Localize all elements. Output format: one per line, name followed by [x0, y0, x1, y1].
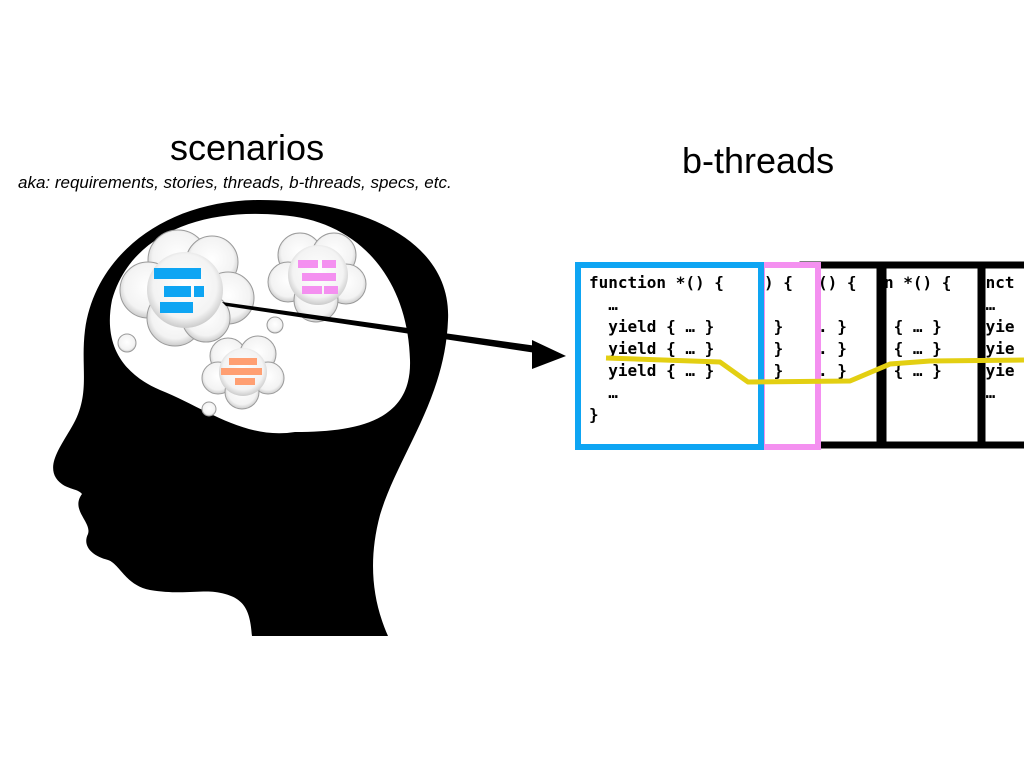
- scenario-bars-pink: [298, 260, 338, 294]
- code-fragment-text: () { . } . } . }: [818, 273, 857, 380]
- code-fragment-black-2: n *() { { … } { … } { … }: [884, 272, 976, 392]
- yield-path-line: [605, 355, 1024, 385]
- bthread-box-black-3: [977, 261, 1024, 449]
- code-fragment-black-3: unct … yie yie yie …: [986, 272, 1024, 422]
- scenario-bars-orange: [221, 358, 262, 385]
- bthreads-title: b-threads: [682, 140, 835, 181]
- thought-bubble-small: [201, 401, 217, 417]
- scenarios-subtitle: aka: requirements, stories, threads, b-t…: [18, 173, 452, 192]
- code-fragment-black-1: () { . } . } . }: [818, 272, 860, 392]
- scenario-bars-blue: [154, 268, 204, 313]
- arrow-head: [532, 340, 566, 369]
- code-main-bthread: function *() { … yield { … } yield { … }…: [589, 273, 724, 424]
- thought-bubble-small: [117, 333, 137, 353]
- scenarios-title: scenarios: [170, 127, 325, 168]
- code-fragment-text: n *() { { … } { … } { … }: [884, 273, 952, 380]
- thought-bubble-small: [266, 316, 284, 334]
- arrow-shaft: [222, 302, 537, 353]
- code-fragment-text: unct … yie yie yie …: [986, 273, 1015, 402]
- code-fragment-text: ) { } } }: [764, 273, 793, 380]
- code-fragment-pink: ) { } } }: [764, 272, 800, 392]
